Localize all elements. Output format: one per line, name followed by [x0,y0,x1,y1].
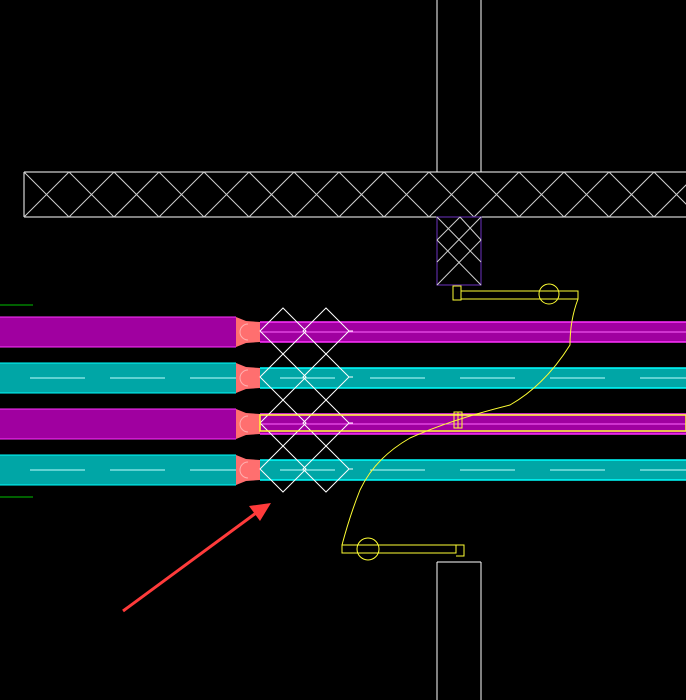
cyan-pipe-2 [0,362,686,394]
red-annotation-arrow [122,503,271,613]
vertical-wall-bottom [436,561,482,700]
selected-pipe-highlight [259,414,686,432]
column-below-wall [436,216,482,286]
magenta-pipe-1 [0,316,686,348]
horizontal-hatched-wall [23,171,686,218]
vertical-wall-top [436,0,482,172]
cyan-pipe-4 [0,454,686,486]
magenta-pipe-3 [0,408,686,440]
pipe-connector-2 [236,363,260,393]
yellow-door-swing [341,283,579,561]
pipe-connector-3 [236,409,260,439]
pipe-group [0,316,686,486]
pipe-connector-4 [236,455,260,485]
diamond-pattern [259,307,353,493]
pipe-connector-1 [236,317,260,347]
